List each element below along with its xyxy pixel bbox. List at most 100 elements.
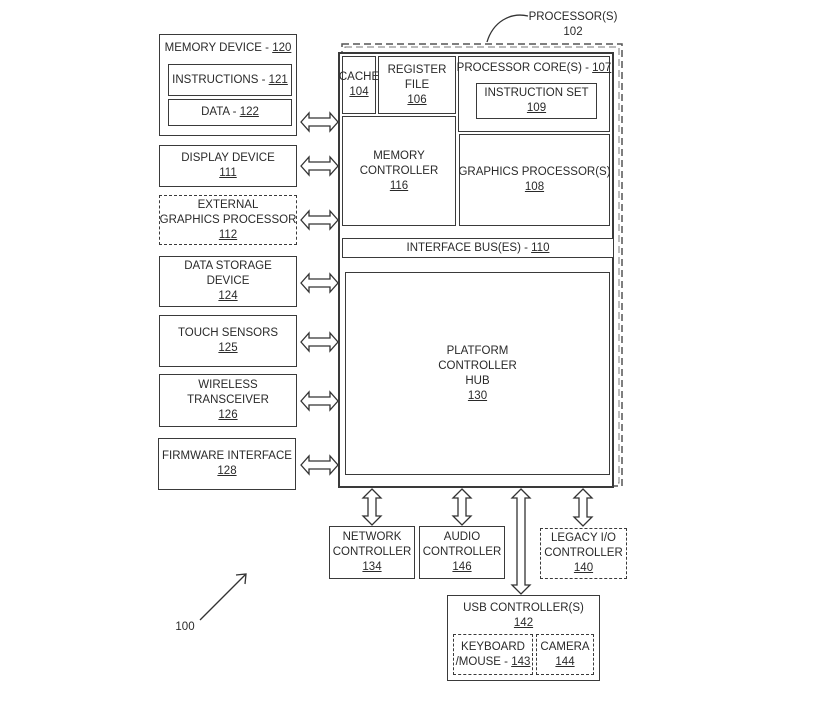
memory-controller-label-1: MEMORY xyxy=(373,149,425,162)
interface-bus-label: INTERFACE BUS(ES) - xyxy=(406,241,532,254)
instructions-block: INSTRUCTIONS - 121 xyxy=(168,64,292,96)
audio-label-1: AUDIO xyxy=(443,531,481,543)
network-controller-arrow xyxy=(361,488,383,526)
processor-core-title: PROCESSOR CORE(S) - 107 xyxy=(457,61,612,76)
keyboard-ref: 143 xyxy=(511,655,531,668)
graphics-processor-ref: 108 xyxy=(524,181,545,193)
processor-label: PROCESSOR(S) 102 xyxy=(528,10,618,40)
instruction-set-ref: 109 xyxy=(526,102,547,114)
audio-controller-block: AUDIO CONTROLLER 146 xyxy=(419,526,505,579)
firmware-arrow xyxy=(300,454,339,476)
data-storage-arrow xyxy=(300,272,339,294)
keyboard-label-2: /MOUSE - xyxy=(455,655,512,668)
data-storage-ref: 124 xyxy=(218,290,238,302)
touch-sensors-ref: 125 xyxy=(218,342,238,354)
platform-controller-hub-block: PLATFORM CONTROLLER HUB 130 xyxy=(345,272,610,475)
memory-controller-block: MEMORY CONTROLLER 116 xyxy=(342,116,456,226)
register-file-ref: 106 xyxy=(407,93,427,106)
external-gpu-label-1: EXTERNAL xyxy=(197,198,259,211)
legacy-io-controller-block: LEGACY I/O CONTROLLER 140 xyxy=(540,528,627,579)
usb-controller-arrow xyxy=(510,488,532,595)
legacy-io-label-1: LEGACY I/O xyxy=(551,532,616,544)
network-label-2: CONTROLLER xyxy=(332,546,412,558)
legacy-io-arrow xyxy=(572,488,594,527)
instructions-label: INSTRUCTIONS - xyxy=(172,73,269,86)
camera-ref: 144 xyxy=(555,655,575,668)
register-file-label-1: REGISTER xyxy=(387,63,447,76)
external-gpu-label-2: GRAPHICS PROCESSOR xyxy=(159,213,297,226)
camera-block: CAMERA 144 xyxy=(536,634,594,675)
audio-label-2: CONTROLLER xyxy=(422,546,502,558)
vertical-arrows xyxy=(361,488,594,595)
figure-ref-label: 100 xyxy=(175,621,195,633)
network-ref: 134 xyxy=(362,561,382,573)
keyboard-title-2: /MOUSE - 143 xyxy=(456,655,531,670)
memory-controller-label-2: CONTROLLER xyxy=(359,164,439,177)
firmware-ref: 128 xyxy=(217,465,237,477)
display-device-block: DISPLAY DEVICE 111 xyxy=(159,145,297,187)
legacy-io-ref: 140 xyxy=(573,562,594,574)
figure-arrow-head xyxy=(235,573,247,585)
pch-label-1: PLATFORM xyxy=(446,344,509,357)
wireless-arrow xyxy=(300,390,339,412)
processor-ref: 102 xyxy=(563,26,583,38)
camera-label: CAMERA xyxy=(540,640,590,653)
interface-bus-block: INTERFACE BUS(ES) - 110 xyxy=(342,238,614,258)
external-gpu-ref: 112 xyxy=(218,228,238,241)
audio-controller-arrow xyxy=(451,488,473,526)
processor-leader-line xyxy=(486,14,529,43)
figure-arrow-line xyxy=(199,573,247,621)
cache-ref: 104 xyxy=(349,86,369,98)
touch-sensors-block: TOUCH SENSORS 125 xyxy=(159,315,297,367)
firmware-label: FIRMWARE INTERFACE xyxy=(162,450,292,462)
pch-label-2: CONTROLLER xyxy=(438,359,517,372)
processor-label-text: PROCESSOR(S) xyxy=(528,11,618,23)
network-controller-block: NETWORK CONTROLLER 134 xyxy=(329,526,415,579)
register-file-block: REGISTER FILE 106 xyxy=(378,56,456,114)
keyboard-label-1: KEYBOARD xyxy=(461,640,525,653)
memory-controller-ref: 116 xyxy=(389,179,409,192)
wireless-label-2: TRANSCEIVER xyxy=(187,394,269,406)
instruction-set-label: INSTRUCTION SET xyxy=(484,87,589,99)
memory-device-arrow xyxy=(300,111,339,133)
data-label: DATA - xyxy=(201,106,240,118)
data-storage-device-block: DATA STORAGE DEVICE 124 xyxy=(159,256,297,307)
pch-label-3: HUB xyxy=(465,374,490,387)
wireless-label-1: WIRELESS xyxy=(198,379,258,391)
data-block: DATA - 122 xyxy=(168,99,292,126)
touch-sensors-label: TOUCH SENSORS xyxy=(177,327,279,339)
display-device-label: DISPLAY DEVICE xyxy=(181,152,275,164)
graphics-processor-label: GRAPHICS PROCESSOR(S) xyxy=(458,166,611,178)
instructions-ref: 121 xyxy=(268,73,288,86)
register-file-label-2: FILE xyxy=(404,78,430,91)
usb-label: USB CONTROLLER(S) xyxy=(463,602,584,614)
external-graphics-processor-block: EXTERNAL GRAPHICS PROCESSOR 112 xyxy=(159,195,297,245)
memory-device-title: MEMORY DEVICE - 120 xyxy=(165,41,292,56)
processor-core-label: PROCESSOR CORE(S) - xyxy=(456,62,593,74)
pch-ref: 130 xyxy=(467,389,488,402)
memory-device-label: MEMORY DEVICE - xyxy=(164,42,273,54)
cache-label: CACHE xyxy=(338,71,380,83)
touch-sensors-arrow xyxy=(300,331,339,353)
cache-block: CACHE 104 xyxy=(338,56,380,114)
network-label-1: NETWORK xyxy=(342,531,402,543)
wireless-transceiver-block: WIRELESS TRANSCEIVER 126 xyxy=(159,374,297,427)
processor-core-ref: 107 xyxy=(592,62,612,74)
instruction-set-block: INSTRUCTION SET 109 xyxy=(476,83,597,119)
graphics-processor-block: GRAPHICS PROCESSOR(S) 108 xyxy=(458,134,611,226)
legacy-io-label-2: CONTROLLER xyxy=(544,547,623,559)
audio-ref: 146 xyxy=(452,561,472,573)
display-device-arrow xyxy=(300,155,339,177)
data-storage-label-2: DEVICE xyxy=(206,275,250,287)
memory-device-ref: 120 xyxy=(272,42,292,54)
instructions-title: INSTRUCTIONS - 121 xyxy=(172,73,288,88)
interface-bus-title: INTERFACE BUS(ES) - 110 xyxy=(407,241,550,256)
data-title: DATA - 122 xyxy=(201,105,259,120)
keyboard-mouse-block: KEYBOARD /MOUSE - 143 xyxy=(453,634,533,675)
wireless-ref: 126 xyxy=(218,409,238,421)
external-gpu-arrow xyxy=(300,209,339,231)
firmware-interface-block: FIRMWARE INTERFACE 128 xyxy=(158,438,296,490)
display-device-ref: 111 xyxy=(219,167,237,179)
interface-bus-ref: 110 xyxy=(531,241,550,254)
data-storage-label-1: DATA STORAGE xyxy=(184,260,272,272)
